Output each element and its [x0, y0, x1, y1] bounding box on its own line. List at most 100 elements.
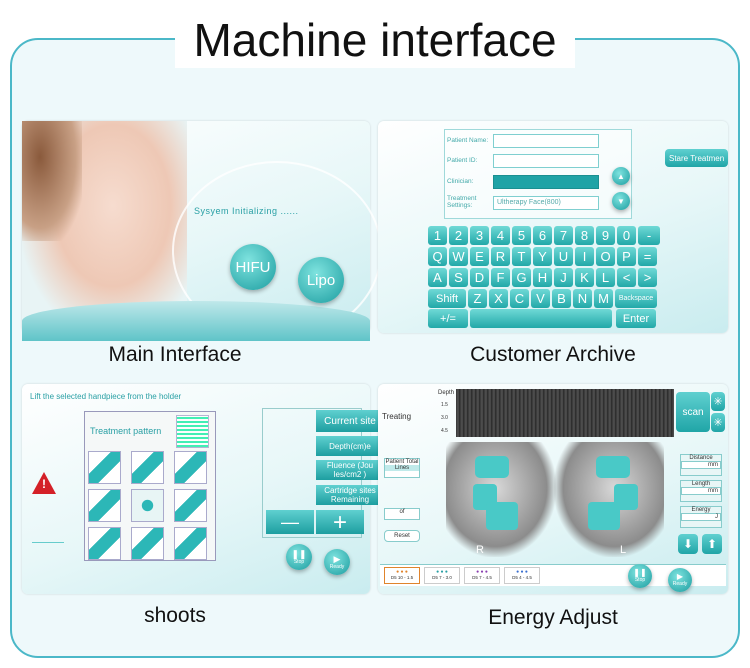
- keyboard-key[interactable]: Backspace: [615, 289, 657, 308]
- keyboard-key[interactable]: T: [512, 247, 531, 266]
- keyboard-key[interactable]: 2: [449, 226, 468, 245]
- current-site-button[interactable]: Current site: [316, 410, 384, 432]
- pattern-cell[interactable]: [131, 451, 164, 484]
- keyboard-key[interactable]: P: [617, 247, 636, 266]
- pattern-cell[interactable]: [174, 451, 207, 484]
- keyboard-key[interactable]: M: [594, 289, 613, 308]
- energy-field[interactable]: J: [681, 513, 721, 521]
- keyboard-key[interactable]: V: [531, 289, 550, 308]
- pause-icon: ❚❚: [633, 568, 647, 577]
- start-treatment-button[interactable]: Stare Treatmen: [665, 149, 728, 167]
- depth-button[interactable]: Depth(cm)e: [316, 436, 384, 456]
- keyboard-key[interactable]: D: [470, 268, 489, 287]
- scan-button[interactable]: scan: [676, 392, 710, 432]
- stop-button[interactable]: ❚❚ Stop: [286, 544, 312, 570]
- reset-button[interactable]: Reset: [384, 530, 420, 542]
- depth-tick-1: 1.5: [441, 402, 448, 408]
- keyboard-key[interactable]: O: [596, 247, 615, 266]
- keyboard-key[interactable]: <: [617, 268, 636, 287]
- lipo-button[interactable]: Lipo: [298, 257, 344, 303]
- minus-button[interactable]: —: [266, 510, 314, 534]
- distance-field[interactable]: mm: [681, 461, 721, 469]
- depth-tab[interactable]: ● ● ●D5 4 - 4.5: [504, 567, 540, 584]
- keyboard-key[interactable]: >: [638, 268, 657, 287]
- length-field[interactable]: mm: [681, 487, 721, 495]
- keyboard-key[interactable]: Q: [428, 247, 447, 266]
- caption-shoots: shoots: [144, 604, 206, 627]
- arrow-down-icon[interactable]: ▼: [612, 192, 630, 210]
- pattern-preview[interactable]: [176, 415, 209, 448]
- cartridge-button[interactable]: Cartridge sites Remaining: [316, 485, 384, 505]
- ready-label: Ready: [329, 563, 345, 570]
- keyboard-key[interactable]: 7: [554, 226, 573, 245]
- sparkle-icon-top[interactable]: ✳: [711, 392, 725, 411]
- play-icon: ▶: [676, 572, 684, 581]
- keyboard-key[interactable]: 5: [512, 226, 531, 245]
- depth-tab[interactable]: ● ● ●D5 7 - 4.5: [464, 567, 500, 584]
- keyboard-key[interactable]: B: [552, 289, 571, 308]
- keyboard-key[interactable]: L: [596, 268, 615, 287]
- key-plus-minus[interactable]: +/=: [428, 309, 468, 328]
- clinician-input[interactable]: [493, 175, 599, 189]
- arrow-up-icon[interactable]: ▲: [612, 167, 630, 185]
- depth-tab[interactable]: ● ● ●D5 7 - 3.0: [424, 567, 460, 584]
- keyboard-key[interactable]: 0: [617, 226, 636, 245]
- keyboard-key[interactable]: 4: [491, 226, 510, 245]
- pattern-cell[interactable]: [88, 451, 121, 484]
- fluence-button[interactable]: Fluence (Jou les/cm2 ): [316, 460, 384, 480]
- hifu-button[interactable]: HIFU: [230, 244, 276, 290]
- treating-label: Treating: [382, 412, 412, 421]
- arrow-up-icon[interactable]: ⬆: [702, 534, 722, 554]
- ready-button[interactable]: ▶ Ready: [668, 568, 692, 592]
- depth-tab[interactable]: ● ● ●D5 10 - 1.5: [384, 567, 420, 584]
- keyboard-key[interactable]: X: [489, 289, 508, 308]
- pattern-cell[interactable]: [131, 489, 164, 522]
- treatment-settings-input[interactable]: Ultherapy Face(800): [493, 196, 599, 210]
- keyboard-key[interactable]: K: [575, 268, 594, 287]
- keyboard-key[interactable]: C: [510, 289, 529, 308]
- ready-button[interactable]: ▶ Ready: [324, 549, 350, 575]
- keyboard-key[interactable]: Y: [533, 247, 552, 266]
- pause-icon: ❚❚: [291, 548, 307, 559]
- keyboard-key[interactable]: 8: [575, 226, 594, 245]
- keyboard-key[interactable]: Z: [468, 289, 487, 308]
- keyboard-key[interactable]: A: [428, 268, 447, 287]
- energy-adjust-panel: Treating Depth 1.5 3.0 4.5 scan ✳ ✳ Pati…: [378, 384, 728, 594]
- keyboard-key[interactable]: F: [491, 268, 510, 287]
- depth-tick-2: 3.0: [441, 415, 448, 421]
- keyboard-key[interactable]: R: [491, 247, 510, 266]
- sparkle-icon-bottom[interactable]: ✳: [711, 413, 725, 432]
- pattern-cell[interactable]: [174, 527, 207, 560]
- pattern-cell[interactable]: [88, 527, 121, 560]
- keyboard-key[interactable]: S: [449, 268, 468, 287]
- stop-button[interactable]: ❚❚ Stop: [628, 564, 652, 588]
- key-space[interactable]: [470, 309, 612, 328]
- keyboard-key[interactable]: J: [554, 268, 573, 287]
- arrow-down-icon[interactable]: ⬇: [678, 534, 698, 554]
- depth-tick-3: 4.5: [441, 428, 448, 434]
- system-status-text: Sysyem Initializing ......: [194, 206, 299, 216]
- keyboard-key[interactable]: 9: [596, 226, 615, 245]
- keyboard-key[interactable]: W: [449, 247, 468, 266]
- keyboard-key[interactable]: Shift: [428, 289, 466, 308]
- keyboard-key[interactable]: E: [470, 247, 489, 266]
- pattern-cell[interactable]: [88, 489, 121, 522]
- patient-id-input[interactable]: [493, 154, 599, 168]
- caption-main-interface: Main Interface: [108, 343, 242, 366]
- instruction-text: Lift the selected handpiece from the hol…: [30, 392, 182, 401]
- pattern-cell[interactable]: [131, 527, 164, 560]
- patient-name-input[interactable]: [493, 134, 599, 148]
- keyboard-key[interactable]: U: [554, 247, 573, 266]
- keyboard-key[interactable]: H: [533, 268, 552, 287]
- plus-button[interactable]: +: [316, 510, 364, 534]
- keyboard-key[interactable]: 1: [428, 226, 447, 245]
- keyboard-key[interactable]: 6: [533, 226, 552, 245]
- keyboard-key[interactable]: N: [573, 289, 592, 308]
- keyboard-key[interactable]: -: [638, 226, 660, 245]
- keyboard-key[interactable]: I: [575, 247, 594, 266]
- key-enter[interactable]: Enter: [616, 309, 656, 328]
- keyboard-key[interactable]: 3: [470, 226, 489, 245]
- keyboard-key[interactable]: G: [512, 268, 531, 287]
- pattern-cell[interactable]: [174, 489, 207, 522]
- keyboard-key[interactable]: =: [638, 247, 657, 266]
